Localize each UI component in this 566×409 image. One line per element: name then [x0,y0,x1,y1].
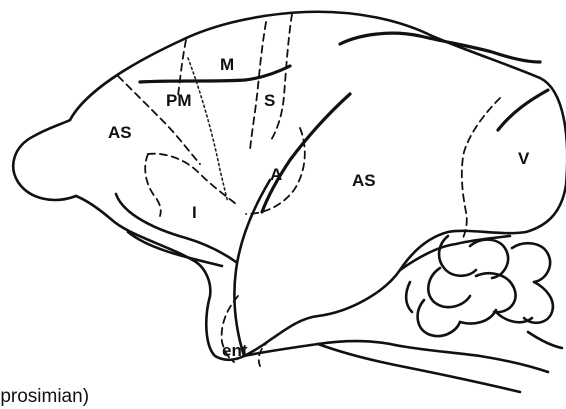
cerebellum [400,236,562,348]
label-premotor: PM [166,91,192,110]
boundary-premotor-as [118,76,200,164]
boundary-motor-premotor [178,40,186,96]
label-entorhinal: ent. [222,341,252,360]
boundary-visual [462,98,500,240]
figure-caption: (prosimian) [0,386,89,408]
label-motor: M [220,55,234,74]
label-auditory: A [270,165,282,184]
central-sulcus [140,66,290,82]
label-association-frontal: AS [108,123,132,142]
boundary-motor-somatosensory [250,22,266,150]
brainstem-upper [395,345,548,372]
superior-temporal-sulcus [262,94,350,212]
intraparietal-sulcus [340,33,540,62]
label-visual: V [518,149,530,168]
boundary-insular-left [145,154,161,216]
label-insular: I [192,203,197,222]
cerebrum-outline [70,12,566,360]
brainstem-outline [318,344,520,392]
boundary-somatosensory-posterior [270,14,292,142]
lunate-sulcus [498,90,548,130]
label-somatosensory: S [264,91,275,110]
label-association-temporal: AS [352,171,376,190]
olfactory-bulb-outline [13,120,76,200]
